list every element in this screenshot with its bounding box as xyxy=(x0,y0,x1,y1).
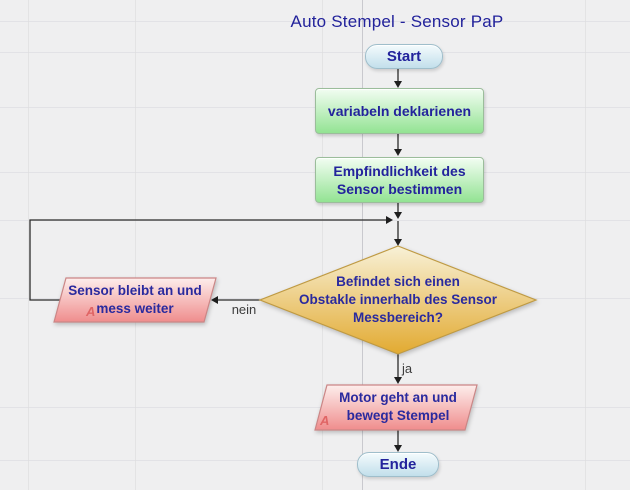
text-line: Sensor bestimmen xyxy=(336,181,463,197)
arrowhead-down-icon xyxy=(394,149,402,156)
grid-line xyxy=(0,407,630,408)
grid-line xyxy=(585,0,586,490)
grid-line xyxy=(0,52,630,53)
arrowhead-down-icon xyxy=(394,377,402,384)
process-declare-variables[interactable]: variabeln deklarienen xyxy=(315,88,484,134)
sensor-loop-parallelogram[interactable] xyxy=(53,277,217,323)
arrowhead-down-icon xyxy=(394,212,402,219)
arrowhead-down-icon xyxy=(394,239,402,246)
process-label: variabeln deklarienen xyxy=(327,103,472,119)
process-sensor-sensitivity[interactable]: Empfindlichkeit des Sensor bestimmen xyxy=(315,157,484,203)
connector-loop-back xyxy=(29,219,386,301)
arrowhead-right-icon xyxy=(386,216,393,224)
grid-line xyxy=(0,21,630,22)
motor-parallelogram[interactable] xyxy=(314,384,478,431)
grid-line xyxy=(135,0,136,490)
branch-label-ja: ja xyxy=(402,361,413,376)
end-terminator[interactable]: Ende xyxy=(357,452,439,477)
grid-line xyxy=(0,460,630,461)
grid-line xyxy=(362,0,363,490)
grid-line xyxy=(322,0,323,490)
grid-line xyxy=(28,0,29,490)
text-line: Empfindlichkeit des xyxy=(333,163,466,179)
arrowhead-down-icon xyxy=(394,81,402,88)
start-terminator[interactable]: Start xyxy=(365,44,443,69)
process-label: Empfindlichkeit des Sensor bestimmen xyxy=(333,162,465,198)
end-label: Ende xyxy=(379,456,417,473)
branch-label-nein: nein xyxy=(231,302,257,317)
decision-diamond[interactable] xyxy=(258,245,538,355)
start-label: Start xyxy=(386,48,422,65)
page-title: Auto Stempel - Sensor PaP xyxy=(290,12,504,31)
arrowhead-down-icon xyxy=(394,445,402,452)
arrowhead-left-icon xyxy=(211,296,218,304)
